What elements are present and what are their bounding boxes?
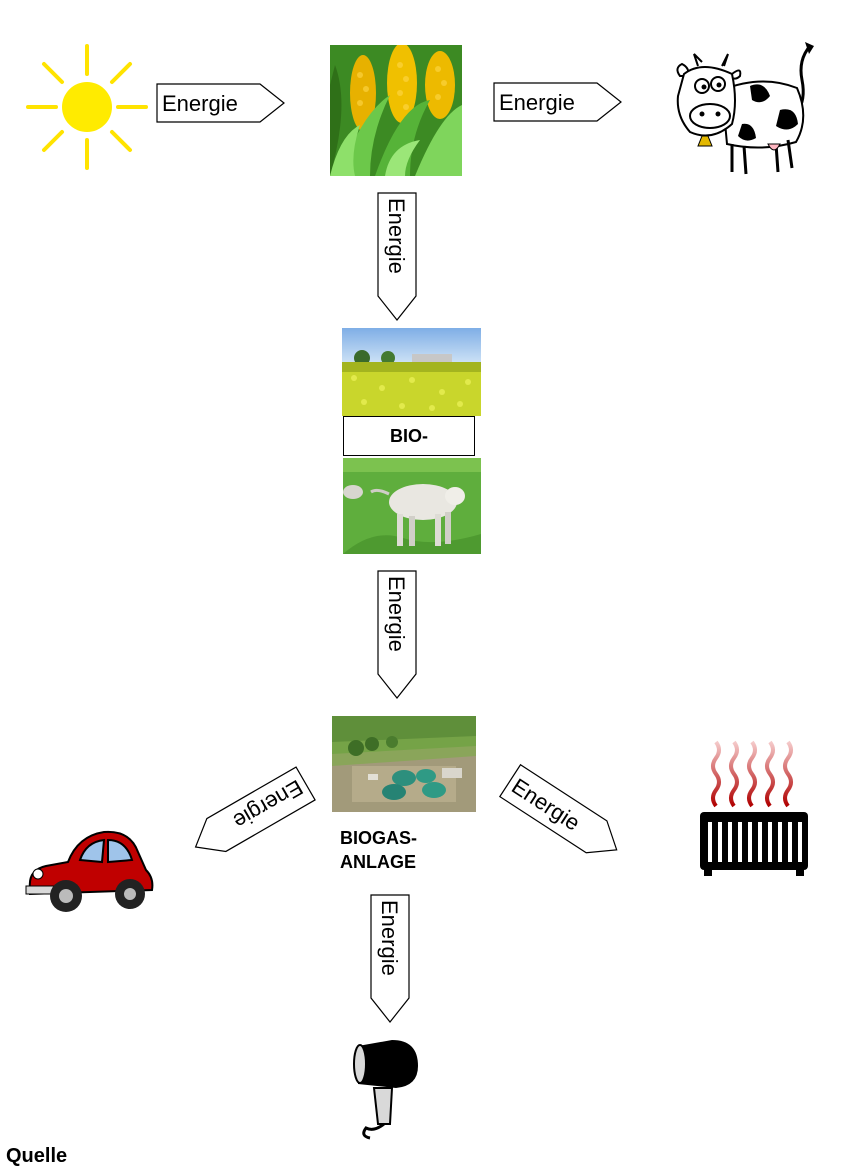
arrow-plant-to-car: Energie — [186, 760, 316, 870]
cattle-on-pasture-photo — [343, 458, 481, 554]
biogas-plant-label-line-2: ANLAGE — [340, 852, 416, 872]
arrow-label: Energie — [377, 900, 402, 976]
hair-dryer-icon — [352, 1036, 422, 1140]
cartoon-cow-icon — [672, 40, 818, 178]
arrow-plant-to-dryer: Energie — [370, 894, 410, 1024]
sun-icon — [26, 44, 148, 170]
radiator-heat-icon — [696, 738, 812, 878]
arrow-sun-to-corn: Energie — [156, 83, 286, 123]
arrow-corn-to-cow: Energie — [493, 82, 623, 122]
corn-photo — [330, 43, 462, 176]
arrow-label: Energie — [162, 91, 238, 116]
arrow-label: Energie — [384, 198, 409, 274]
bio-label-box: BIO- — [343, 416, 475, 456]
arrow-label: Energie — [499, 90, 575, 115]
arrow-bio-to-plant: Energie — [377, 570, 417, 700]
rapeseed-field-photo — [342, 328, 481, 416]
arrow-label: Energie — [384, 576, 409, 652]
red-car-icon — [22, 822, 158, 918]
footer-source-label: Quelle — [6, 1145, 68, 1167]
biogas-plant-aerial-photo — [332, 716, 476, 812]
biogas-plant-label: BIOGAS- ANLAGE — [340, 826, 450, 874]
biogas-plant-label-line-1: BIOGAS- — [340, 828, 418, 848]
bio-label: BIO- — [390, 425, 428, 446]
arrow-corn-to-bio: Energie — [377, 192, 417, 322]
arrow-plant-to-radiator: Energie — [498, 760, 628, 870]
